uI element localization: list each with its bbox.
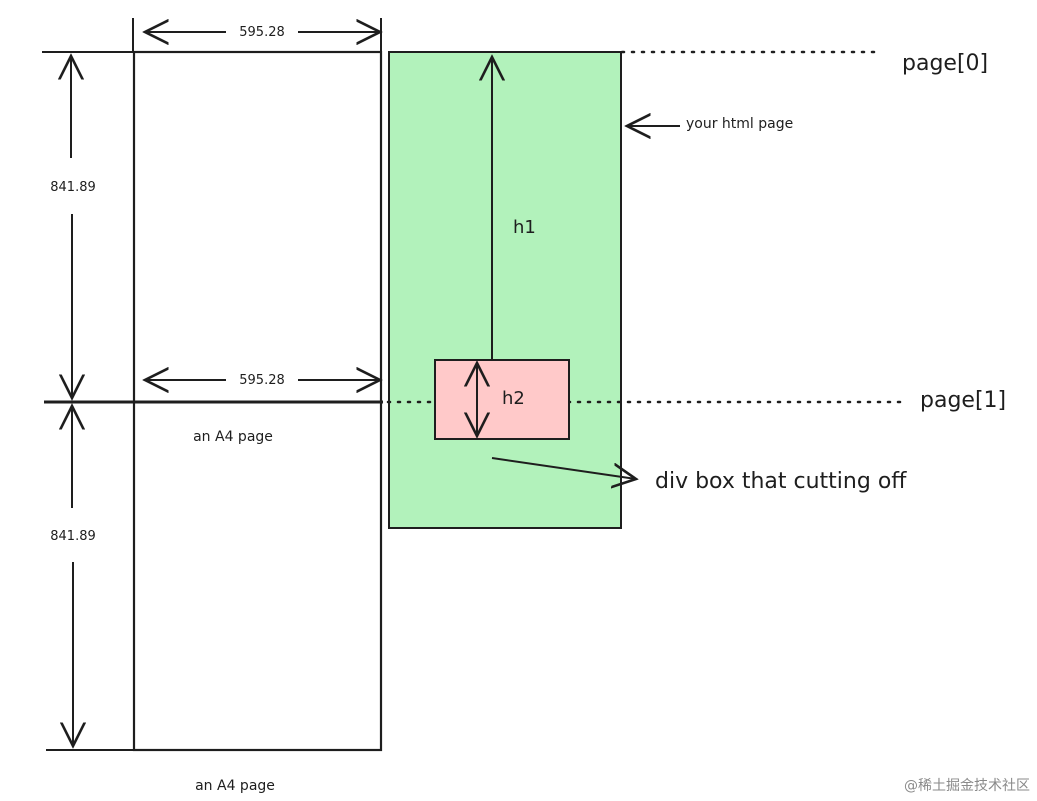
div-box (434, 359, 570, 440)
h1-label: h1 (513, 217, 536, 238)
div-box-pointer-arrow (491, 457, 636, 479)
div-box-label: div box that cutting off (655, 469, 907, 494)
h2-label: h2 (502, 388, 525, 409)
watermark: @稀土掘金技术社区 (904, 778, 1030, 794)
a4-page-caption-upper: an A4 page (193, 429, 273, 445)
a4-page-lower (132, 400, 383, 752)
lower-height-arrows (72, 406, 73, 746)
mid-width-label: 595.28 (239, 373, 285, 388)
lower-height-label: 841.89 (50, 529, 96, 544)
page0-label: page[0] (902, 51, 988, 76)
a4-page-upper (132, 50, 383, 404)
top-width-label: 595.28 (239, 25, 285, 40)
page1-label: page[1] (920, 388, 1006, 413)
upper-height-arrows (71, 56, 72, 398)
html-page-box (388, 51, 622, 529)
upper-height-label: 841.89 (50, 180, 96, 195)
html-page-label: your html page (686, 116, 793, 132)
a4-page-caption-lower: an A4 page (195, 778, 275, 794)
